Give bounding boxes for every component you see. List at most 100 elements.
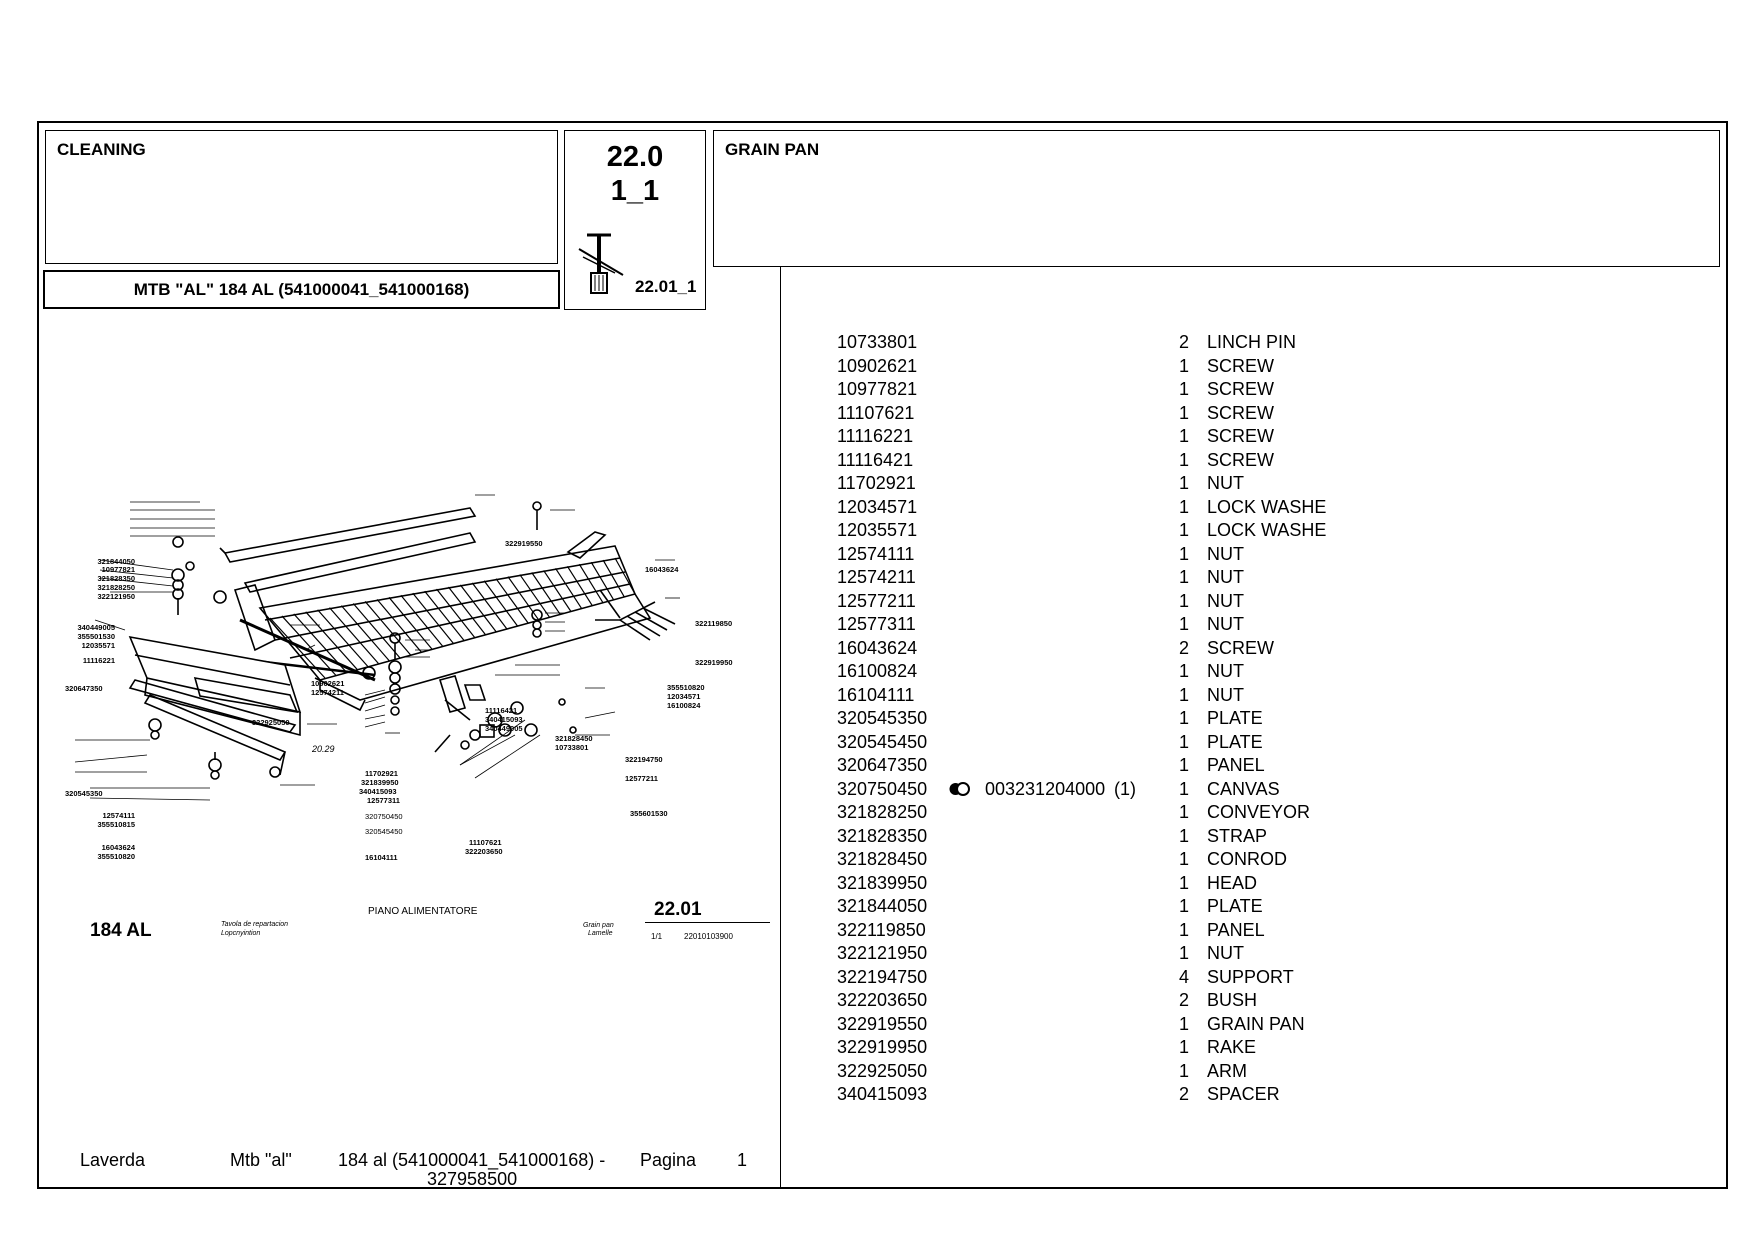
part-description: PLATE (1207, 708, 1263, 728)
part-qty: 1 (1179, 355, 1190, 376)
part-number: 12574111 (837, 543, 915, 564)
pan-slat (495, 578, 529, 624)
part-description: GRAIN PAN (1207, 1013, 1305, 1034)
pan-slat (305, 611, 358, 670)
part-qty: 1 (1179, 825, 1190, 846)
part-description: PANEL (1207, 755, 1265, 775)
part-description: PLATE (1207, 896, 1263, 916)
part-number: 11116221 (837, 426, 914, 446)
part-qty: 1 (1179, 449, 1190, 470)
callout-322919950: 322919950 (695, 658, 733, 667)
callout-340415093-b: 340415093 (359, 787, 397, 796)
part-qty: 1 (1179, 379, 1190, 399)
drawing-grain-pan-2: Lamelle (588, 930, 613, 937)
part-description: PLATE (1207, 731, 1263, 752)
footer-variant-code: 327958500 (427, 1169, 518, 1189)
pan-slat (400, 594, 444, 647)
part-qty: 1 (1179, 1060, 1190, 1081)
title-box: GRAIN PAN (713, 130, 1720, 267)
part-number: 322119850 (837, 919, 926, 940)
part-number: 12034571 (837, 496, 918, 517)
footer-variant: 184 al (541000041_541000168) - (338, 1150, 606, 1170)
callout-355510815: 355510815 (97, 820, 135, 829)
page-title: GRAIN PAN (725, 140, 820, 159)
callout-322919550: 322919550 (505, 539, 543, 548)
part-qty: 1 (1179, 402, 1190, 423)
part-qty: 1 (1179, 426, 1190, 446)
part-description: STRAP (1207, 825, 1268, 846)
parts-row: 320545350 1 PLATE (837, 708, 1737, 731)
callout-16100824: 16100824 (667, 701, 701, 710)
part-qty: 1 (1179, 919, 1190, 940)
page-frame (37, 121, 1728, 1189)
pan-slat (388, 596, 433, 650)
part-qty: 1 (1179, 684, 1190, 705)
part-qty: 1 (1179, 708, 1190, 728)
part-description: CONVEYOR (1207, 802, 1311, 822)
callout-16043624-b: 16043624 (102, 843, 136, 852)
part-number: 321844050 (837, 896, 928, 916)
drawing-tavola-1: Tavola de repartacion (221, 921, 289, 928)
callout-11702921: 11702921 (365, 769, 398, 778)
callout-322203650: 322203650 (465, 847, 503, 856)
part-number: 11107621 (837, 402, 915, 423)
part-description: HEAD (1207, 872, 1258, 893)
group-code: 22.01_1 (635, 277, 697, 296)
pan-slat (555, 568, 583, 609)
pan-slat (590, 561, 615, 601)
part-description: NUT (1207, 590, 1244, 611)
pan-slat (317, 609, 369, 667)
part-qty: 1 (1179, 520, 1190, 540)
callout-355510820-b: 355510820 (97, 852, 135, 861)
part-qty: 1 (1179, 755, 1190, 775)
part-description: SCREW (1207, 355, 1274, 376)
pan-slat (352, 603, 401, 659)
part-number: 12577311 (837, 614, 916, 634)
part-description: NUT (1207, 567, 1244, 587)
part-description: PANEL (1207, 919, 1265, 940)
part-description: CANVAS (1207, 778, 1280, 799)
callout-320647350: 320647350 (65, 684, 103, 693)
callout-322194750: 322194750 (625, 755, 663, 764)
part-number: 320545350 (837, 708, 928, 728)
pan-slat (519, 574, 550, 618)
exploded-drawing: 321844050 10977821 321828350 321828250 3… (65, 494, 733, 862)
pan-slat (364, 601, 411, 656)
part-number: 11702921 (837, 473, 916, 493)
callout-321828450: 321828450 (555, 734, 593, 743)
pan-slat (447, 586, 486, 635)
callout-340415093: 340415093 (485, 715, 523, 724)
part-description: SCREW (1207, 379, 1274, 399)
callout-320750450: 320750450 (365, 812, 403, 821)
drawing-tavola-2: Lopcnyintion (221, 930, 261, 937)
pan-slat (281, 615, 337, 676)
part-number: 322925050 (837, 1060, 928, 1081)
group-box: 22.0 1_1 22.01_1 (564, 130, 706, 310)
drawing-model-label: 184 AL (90, 920, 152, 941)
part-description: NUT (1207, 473, 1244, 493)
part-qty: 1 (1179, 590, 1190, 611)
part-number: 12035571 (837, 520, 918, 540)
part-qty: 1 (1179, 943, 1190, 963)
pan-slat (436, 588, 476, 638)
callout-355601530: 355601530 (630, 809, 668, 818)
part-number: 10902621 (837, 355, 918, 376)
part-number: 16043624 (837, 637, 918, 658)
drawing-sheet: 1/1 (651, 932, 663, 941)
pan-slat (329, 607, 379, 664)
part-description: BUSH (1207, 990, 1258, 1010)
part-qty: 2 (1179, 1084, 1190, 1104)
